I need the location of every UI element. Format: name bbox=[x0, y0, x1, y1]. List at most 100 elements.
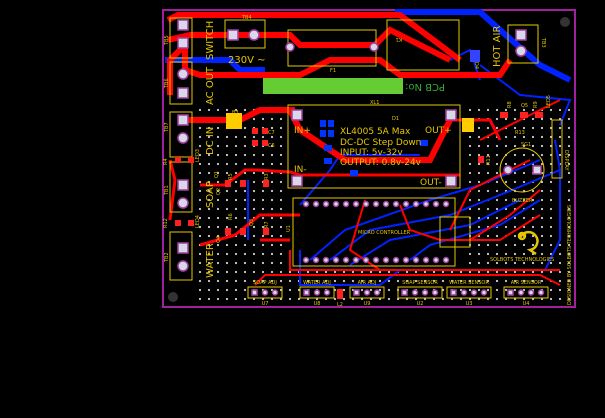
ref-tb4: TB4 bbox=[241, 15, 252, 21]
grid-hole bbox=[531, 207, 535, 211]
grid-hole bbox=[531, 243, 535, 247]
mcu-pin bbox=[362, 200, 370, 208]
grid-hole bbox=[252, 207, 256, 211]
grid-hole bbox=[567, 162, 571, 166]
grid-hole bbox=[225, 270, 229, 274]
grid-hole bbox=[387, 270, 391, 274]
grid-hole bbox=[567, 252, 571, 256]
grid-hole bbox=[504, 180, 508, 184]
grid-hole bbox=[567, 117, 571, 121]
grid-hole bbox=[207, 144, 211, 148]
grid-hole bbox=[243, 234, 247, 238]
grid-hole bbox=[378, 279, 382, 283]
grid-hole bbox=[540, 261, 544, 265]
grid-hole bbox=[252, 153, 256, 157]
grid-hole bbox=[486, 234, 490, 238]
grid-hole bbox=[252, 243, 256, 247]
grid-hole bbox=[522, 135, 526, 139]
grid-hole bbox=[234, 216, 238, 220]
grid-hole bbox=[243, 216, 247, 220]
converter-line3: INPUT: 5v-32v bbox=[340, 148, 403, 158]
grid-hole bbox=[333, 279, 337, 283]
grid-hole bbox=[495, 108, 499, 112]
ref-tb5: TB5 bbox=[164, 35, 170, 46]
grid-hole bbox=[567, 288, 571, 292]
grid-hole bbox=[216, 126, 220, 130]
mcu-pin bbox=[302, 256, 310, 264]
mcu-pin bbox=[312, 200, 320, 208]
grid-hole bbox=[477, 288, 481, 292]
grid-hole bbox=[495, 153, 499, 157]
label-ac-out: AC OUT bbox=[205, 66, 216, 105]
grid-hole bbox=[216, 243, 220, 247]
grid-hole bbox=[504, 117, 508, 121]
grid-hole bbox=[270, 126, 274, 130]
grid-hole bbox=[207, 135, 211, 139]
grid-hole bbox=[477, 252, 481, 256]
mcu-pin bbox=[422, 200, 430, 208]
mcu-pin bbox=[442, 256, 450, 264]
header-label: AIR ADJ bbox=[358, 280, 377, 286]
grid-hole bbox=[540, 234, 544, 238]
grid-hole bbox=[279, 135, 283, 139]
mounting-hole bbox=[560, 17, 570, 27]
grid-hole bbox=[252, 225, 256, 229]
grid-hole bbox=[504, 270, 508, 274]
grid-hole bbox=[270, 180, 274, 184]
grid-hole bbox=[216, 234, 220, 238]
grid-hole bbox=[207, 270, 211, 274]
grid-hole bbox=[504, 162, 508, 166]
grid-hole bbox=[234, 144, 238, 148]
grid-hole bbox=[369, 270, 373, 274]
grid-hole bbox=[477, 144, 481, 148]
grid-hole bbox=[243, 189, 247, 193]
grid-hole bbox=[495, 144, 499, 148]
grid-hole bbox=[504, 207, 508, 211]
grid-hole bbox=[270, 117, 274, 121]
label-switch: SWITCH bbox=[205, 21, 216, 60]
silkscreen-outlines bbox=[169, 17, 563, 281]
grid-hole bbox=[540, 180, 544, 184]
grid-hole bbox=[216, 261, 220, 265]
grid-hole bbox=[558, 243, 562, 247]
grid-hole bbox=[513, 216, 517, 220]
grid-hole bbox=[459, 270, 463, 274]
grid-hole bbox=[207, 162, 211, 166]
grid-hole bbox=[369, 279, 373, 283]
grid-hole bbox=[234, 288, 238, 292]
grid-hole bbox=[522, 216, 526, 220]
grid-hole bbox=[252, 270, 256, 274]
ref-q5: Q5 bbox=[521, 103, 528, 109]
grid-hole bbox=[225, 162, 229, 166]
grid-hole bbox=[198, 234, 202, 238]
grid-hole bbox=[198, 144, 202, 148]
grid-hole bbox=[234, 189, 238, 193]
grid-hole bbox=[549, 288, 553, 292]
grid-hole bbox=[270, 135, 274, 139]
label-230v: 230V ~ bbox=[228, 55, 266, 66]
grid-hole bbox=[549, 252, 553, 256]
microcontroller-pins bbox=[302, 200, 450, 264]
mcu-pin bbox=[312, 256, 320, 264]
grid-hole bbox=[288, 279, 292, 283]
grid-hole bbox=[567, 171, 571, 175]
grid-hole bbox=[225, 225, 229, 229]
grid-hole bbox=[504, 288, 508, 292]
mcu-pin bbox=[392, 200, 400, 208]
grid-hole bbox=[315, 279, 319, 283]
grid-hole bbox=[243, 261, 247, 265]
grid-hole bbox=[261, 189, 265, 193]
grid-hole bbox=[270, 252, 274, 256]
grid-hole bbox=[558, 288, 562, 292]
mcu-pin bbox=[332, 200, 340, 208]
mcu-pin bbox=[412, 256, 420, 264]
ref-c6: C6 bbox=[268, 143, 275, 149]
grid-hole bbox=[225, 243, 229, 247]
grid-hole bbox=[198, 225, 202, 229]
grid-hole bbox=[252, 189, 256, 193]
grid-hole bbox=[351, 270, 355, 274]
grid-hole bbox=[540, 243, 544, 247]
